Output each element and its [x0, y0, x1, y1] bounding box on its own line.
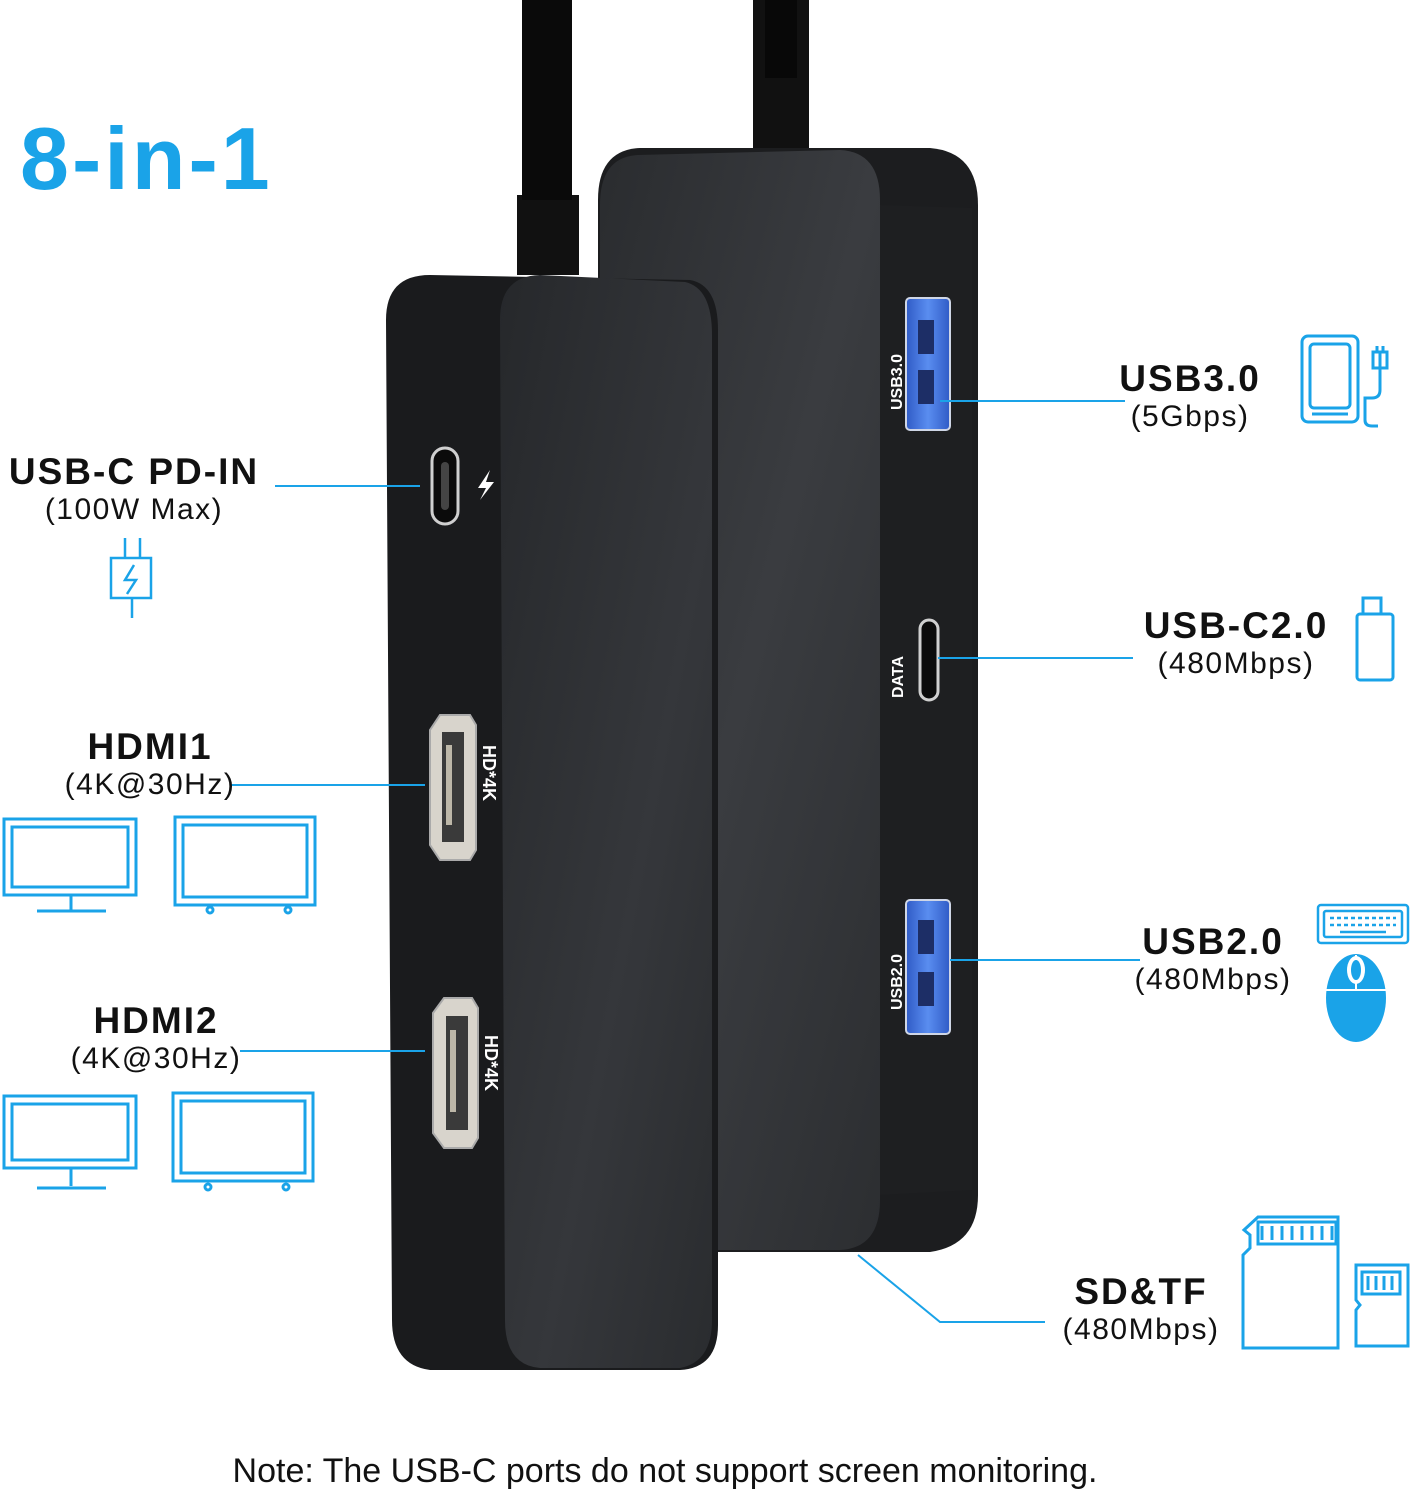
- port-spec: (5Gbps): [1130, 400, 1250, 433]
- label-usb2: USB2.0 (480Mbps): [1118, 922, 1308, 998]
- usb3-port: [905, 297, 951, 431]
- hdmi2-port: [432, 997, 479, 1149]
- hdmi1-marking: HD*4K: [479, 745, 499, 801]
- footer-note: Note: The USB-C ports do not support scr…: [232, 1452, 1098, 1490]
- port-name: SD&TF: [1074, 1271, 1208, 1312]
- cable-left: [517, 0, 579, 275]
- usb2-port: [905, 899, 951, 1035]
- monitor-icon: [2, 817, 138, 913]
- power-plug-icon: [109, 538, 153, 618]
- tv-icon: [171, 1091, 315, 1192]
- label-hdmi1: HDMI1 (4K@30Hz): [40, 727, 260, 803]
- tv-icon: [173, 815, 317, 915]
- usb-c-pd-port: [430, 446, 460, 526]
- keyboard-icon: [1316, 903, 1410, 945]
- data-marking: DATA: [890, 655, 907, 698]
- port-spec: (100W Max): [44, 493, 224, 526]
- external-drive-icon: [1300, 334, 1389, 428]
- port-name: USB3.0: [1119, 358, 1261, 399]
- port-spec: (480Mbps): [1134, 963, 1292, 996]
- label-usb-c2: USB-C2.0 (480Mbps): [1130, 606, 1342, 682]
- usb3-marking: USB3.0: [889, 354, 906, 410]
- port-spec: (480Mbps): [1062, 1313, 1220, 1346]
- port-name: USB2.0: [1142, 921, 1284, 962]
- label-sdtf: SD&TF (480Mbps): [1046, 1272, 1236, 1348]
- hdmi2-marking: HD*4K: [481, 1035, 501, 1091]
- thunderbolt-icon: [478, 470, 494, 500]
- usb2-marking: USB2.0: [889, 954, 906, 1010]
- hdmi1-port: [429, 714, 477, 861]
- label-usb-c-pd: USB-C PD-IN (100W Max): [0, 452, 268, 528]
- port-name: USB-C2.0: [1143, 605, 1329, 646]
- sd-card-icon: [1241, 1215, 1340, 1350]
- page-title: 8-in-1: [20, 109, 273, 208]
- port-spec: (4K@30Hz): [70, 1042, 242, 1075]
- usb-flash-drive-icon: [1355, 596, 1395, 682]
- monitor-icon: [2, 1094, 138, 1190]
- label-usb3: USB3.0 (5Gbps): [1095, 359, 1285, 435]
- port-spec: (480Mbps): [1157, 647, 1315, 680]
- port-name: HDMI1: [87, 726, 213, 767]
- tf-card-icon: [1354, 1263, 1410, 1348]
- port-spec: (4K@30Hz): [64, 768, 236, 801]
- cable-right: [753, 0, 809, 150]
- leader-sdtf: [857, 1254, 1045, 1323]
- mouse-icon: [1326, 954, 1386, 1042]
- label-hdmi2: HDMI2 (4K@30Hz): [46, 1001, 266, 1077]
- usb-c-data-port: [918, 618, 940, 702]
- port-name: HDMI2: [93, 1000, 219, 1041]
- port-name: USB-C PD-IN: [8, 451, 260, 492]
